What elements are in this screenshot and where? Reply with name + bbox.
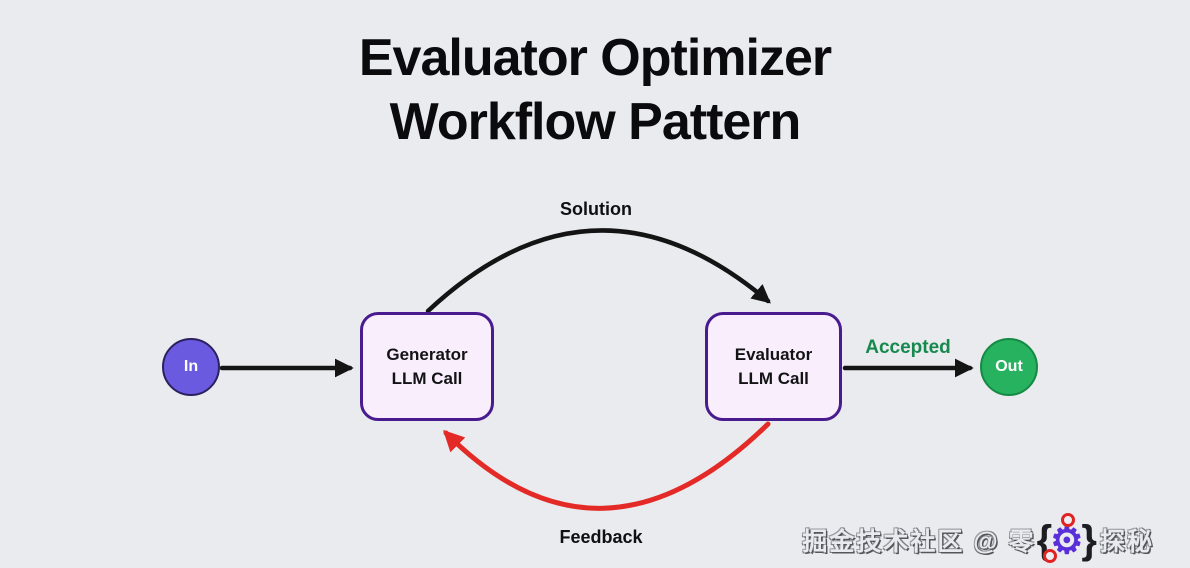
watermark: 掘金技术社区 @ 零 { ⚙ } 探秘 [802,513,1154,563]
edge-label-feedback: Feedback [559,527,643,547]
node-output: Out [980,338,1038,396]
node-output-label: Out [995,358,1023,375]
watermark-suffix: 探秘 [1099,528,1154,556]
generator-label-line1: Generator [386,344,468,364]
evaluator-label-line2: LLM Call [738,368,809,388]
generator-label-line2: LLM Call [391,368,463,388]
evaluator-label-line1: Evaluator [734,344,813,364]
node-input: In [162,338,220,396]
node-input-label: In [183,358,199,375]
community-logo: { ⚙ } [1037,513,1099,563]
logo-dot-bottom-icon [1042,549,1057,563]
edge-label-solution: Solution [560,199,632,219]
edge-feedback-arc [443,421,771,511]
node-evaluator-llm-call: Evaluator LLM Call [705,312,842,421]
edge-label-accepted: Accepted [865,337,951,358]
page-title-line1: Evaluator Optimizer [358,29,832,87]
logo-dot-top-icon [1060,513,1075,527]
brace-right-icon: } [1081,518,1099,562]
node-generator-llm-call: Generator LLM Call [360,312,494,421]
watermark-prefix: 掘金技术社区 @ 零 [802,528,1036,556]
page-title: Evaluator Optimizer Workflow Pattern [0,26,1190,154]
page-title-line2: Workflow Pattern [389,93,802,151]
edge-solution-arc [425,228,771,314]
